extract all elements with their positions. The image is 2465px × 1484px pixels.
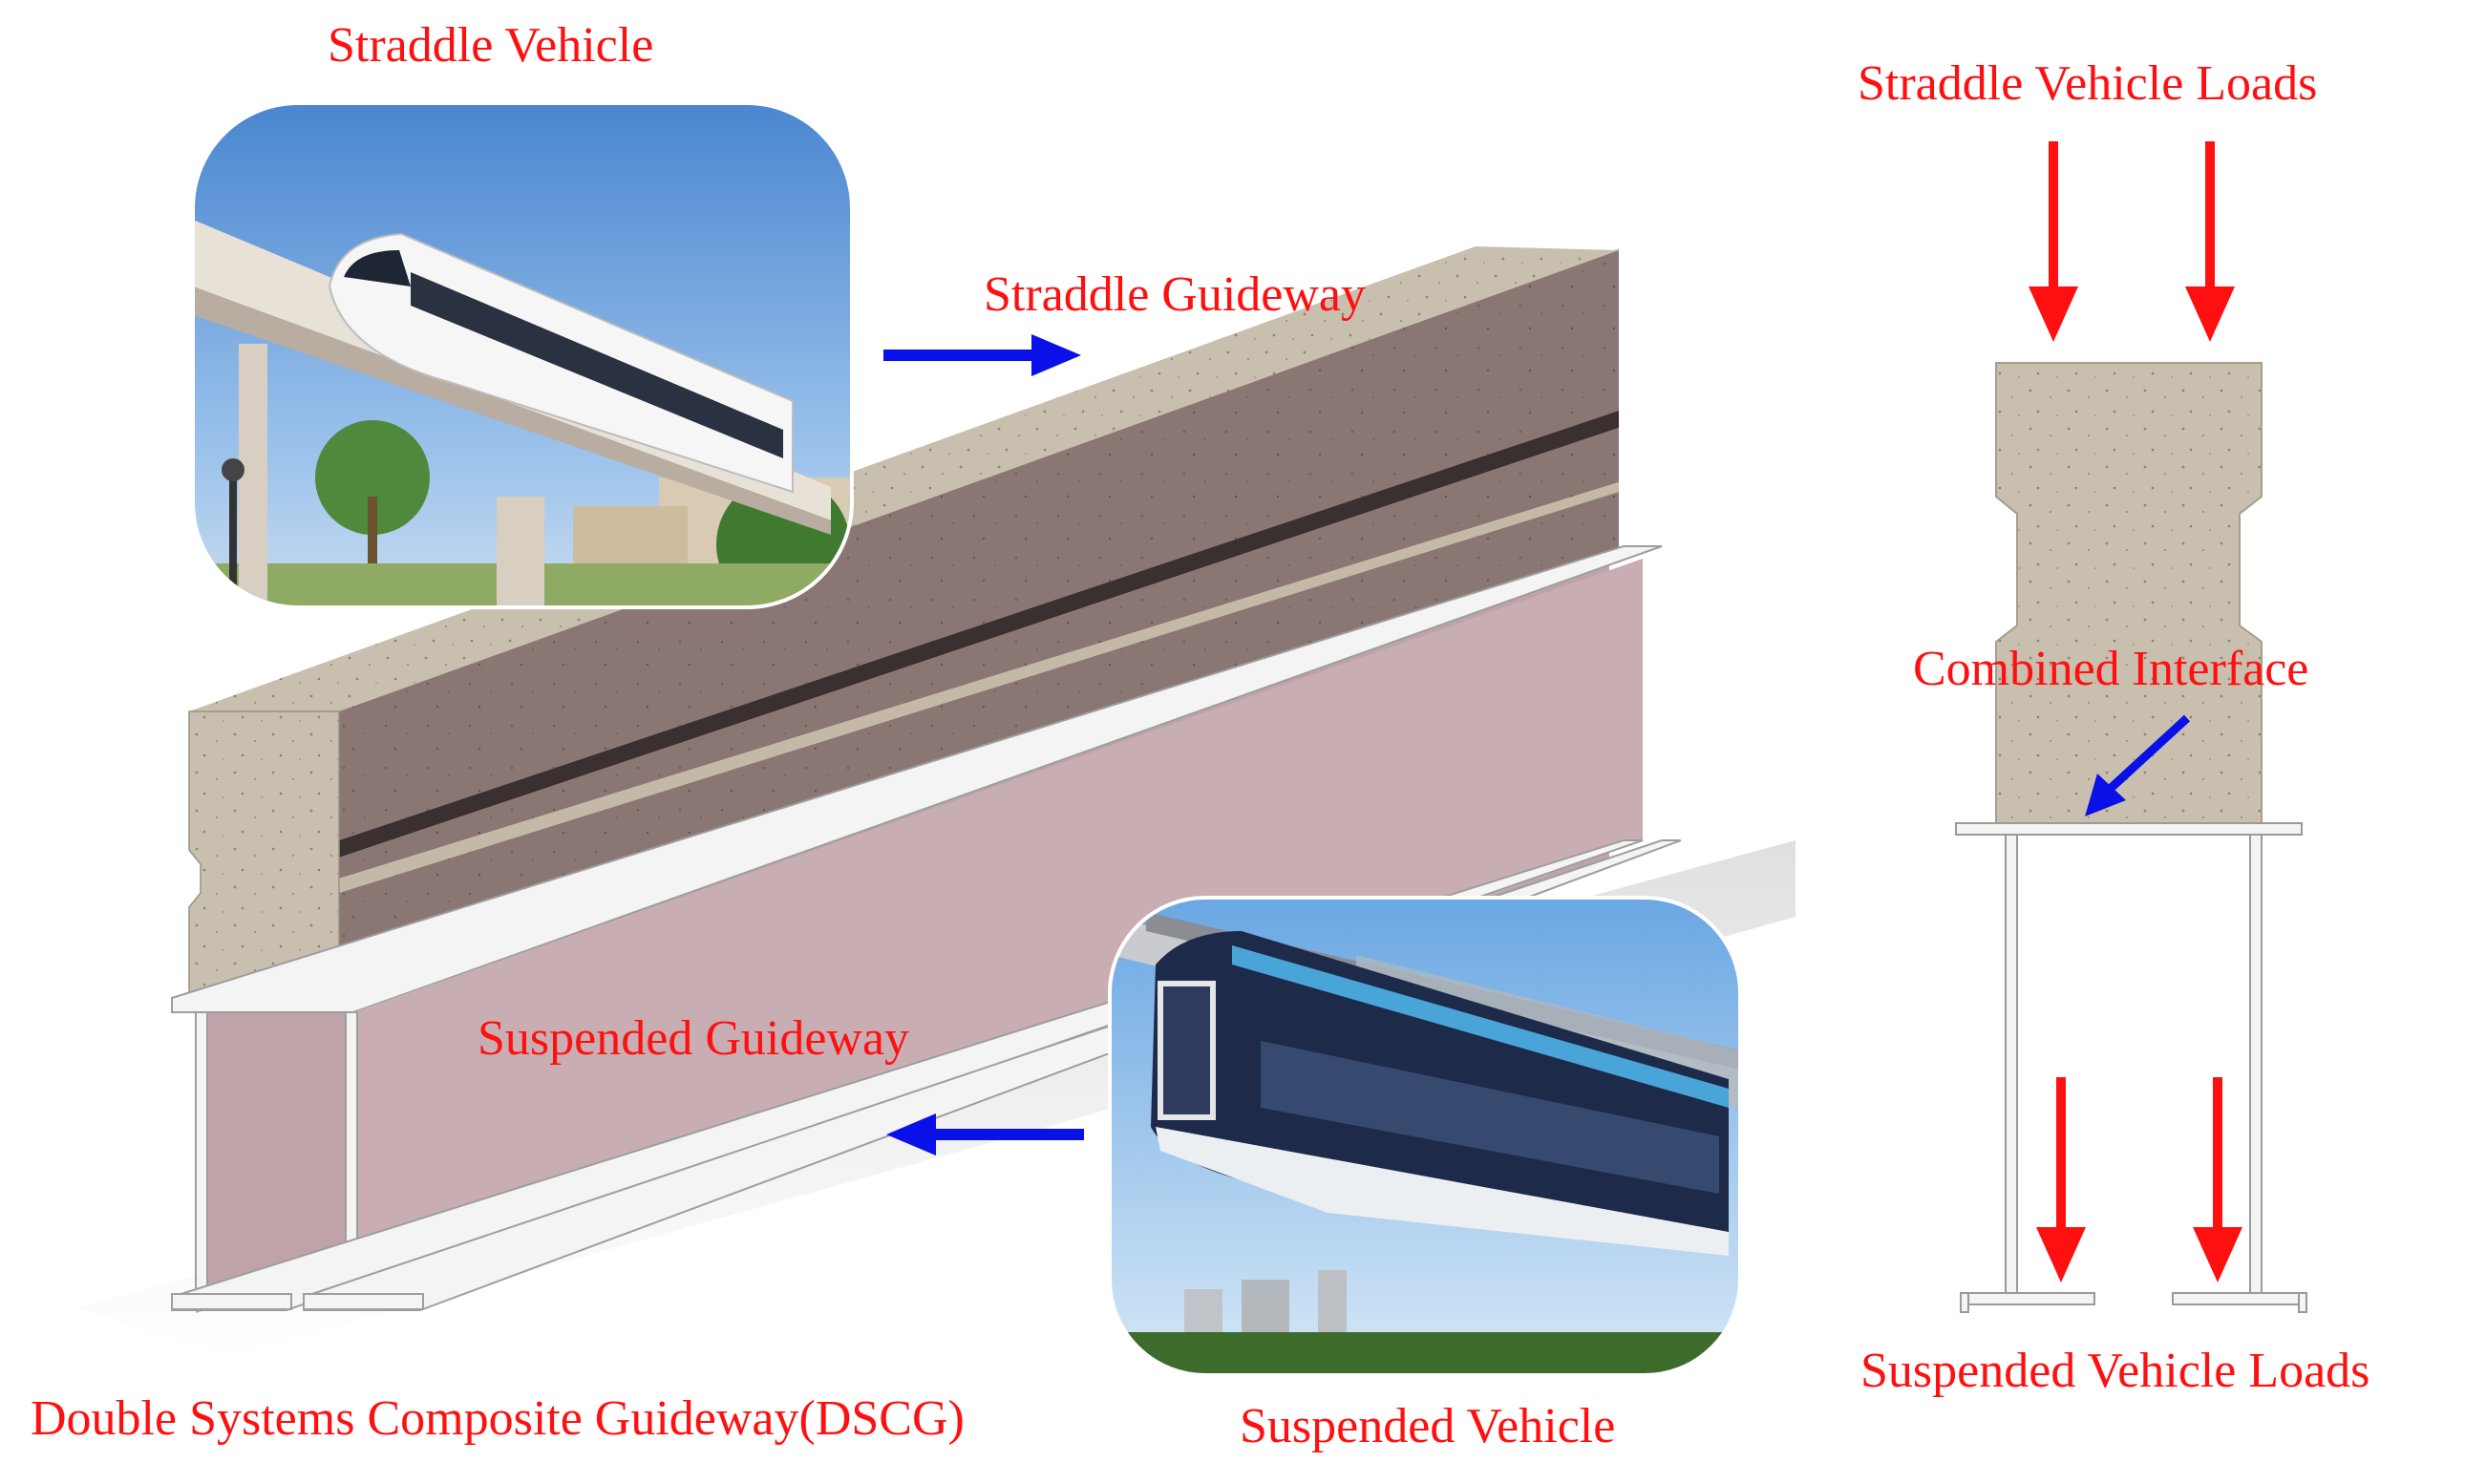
label-straddle-guideway: Straddle Guideway <box>984 267 1367 322</box>
concrete-side-upper <box>339 250 1619 840</box>
straddle-load-arrow-left <box>2029 141 2078 342</box>
straddle-vehicle-photo <box>193 103 852 607</box>
concrete-ledge <box>339 482 1619 893</box>
label-suspended-vehicle-loads: Suspended Vehicle Loads <box>1860 1344 2370 1398</box>
suspended-load-arrow-right <box>2193 1077 2242 1283</box>
straddle-guideway-arrow <box>883 334 1081 376</box>
straddle-load-arrow-right <box>2185 141 2235 342</box>
cross-section-concrete <box>1995 362 2263 824</box>
concrete-side-lower <box>339 428 1619 879</box>
cross-section-bottom-flange-right <box>2172 1292 2307 1305</box>
steel-girder-web <box>353 559 1643 1308</box>
label-suspended-guideway: Suspended Guideway <box>478 1011 910 1066</box>
cross-section <box>1955 362 2307 1313</box>
label-combined-interface: Combined Interface <box>1913 642 2309 696</box>
steel-top-flange <box>171 545 1663 1013</box>
label-suspended-vehicle: Suspended Vehicle <box>1240 1399 1616 1453</box>
label-dscg: Double Systems Composite Guideway(DSCG) <box>31 1391 965 1446</box>
label-straddle-vehicle-loads: Straddle Vehicle Loads <box>1858 56 2318 111</box>
cross-section-web-right <box>2249 834 2263 1294</box>
label-straddle-vehicle: Straddle Vehicle <box>328 18 654 73</box>
cross-section-web-left <box>2005 834 2018 1294</box>
concrete-groove <box>339 411 1619 858</box>
suspended-vehicle-photo <box>1110 898 1740 1375</box>
combined-interface-arrow <box>2085 714 2191 816</box>
suspended-load-arrow-left <box>2036 1077 2086 1283</box>
cross-section-top-flange <box>1955 822 2303 836</box>
cross-section-bottom-flange-left <box>1960 1292 2095 1305</box>
concrete-end-face <box>188 710 340 1004</box>
suspended-guideway-arrow <box>886 1113 1084 1155</box>
